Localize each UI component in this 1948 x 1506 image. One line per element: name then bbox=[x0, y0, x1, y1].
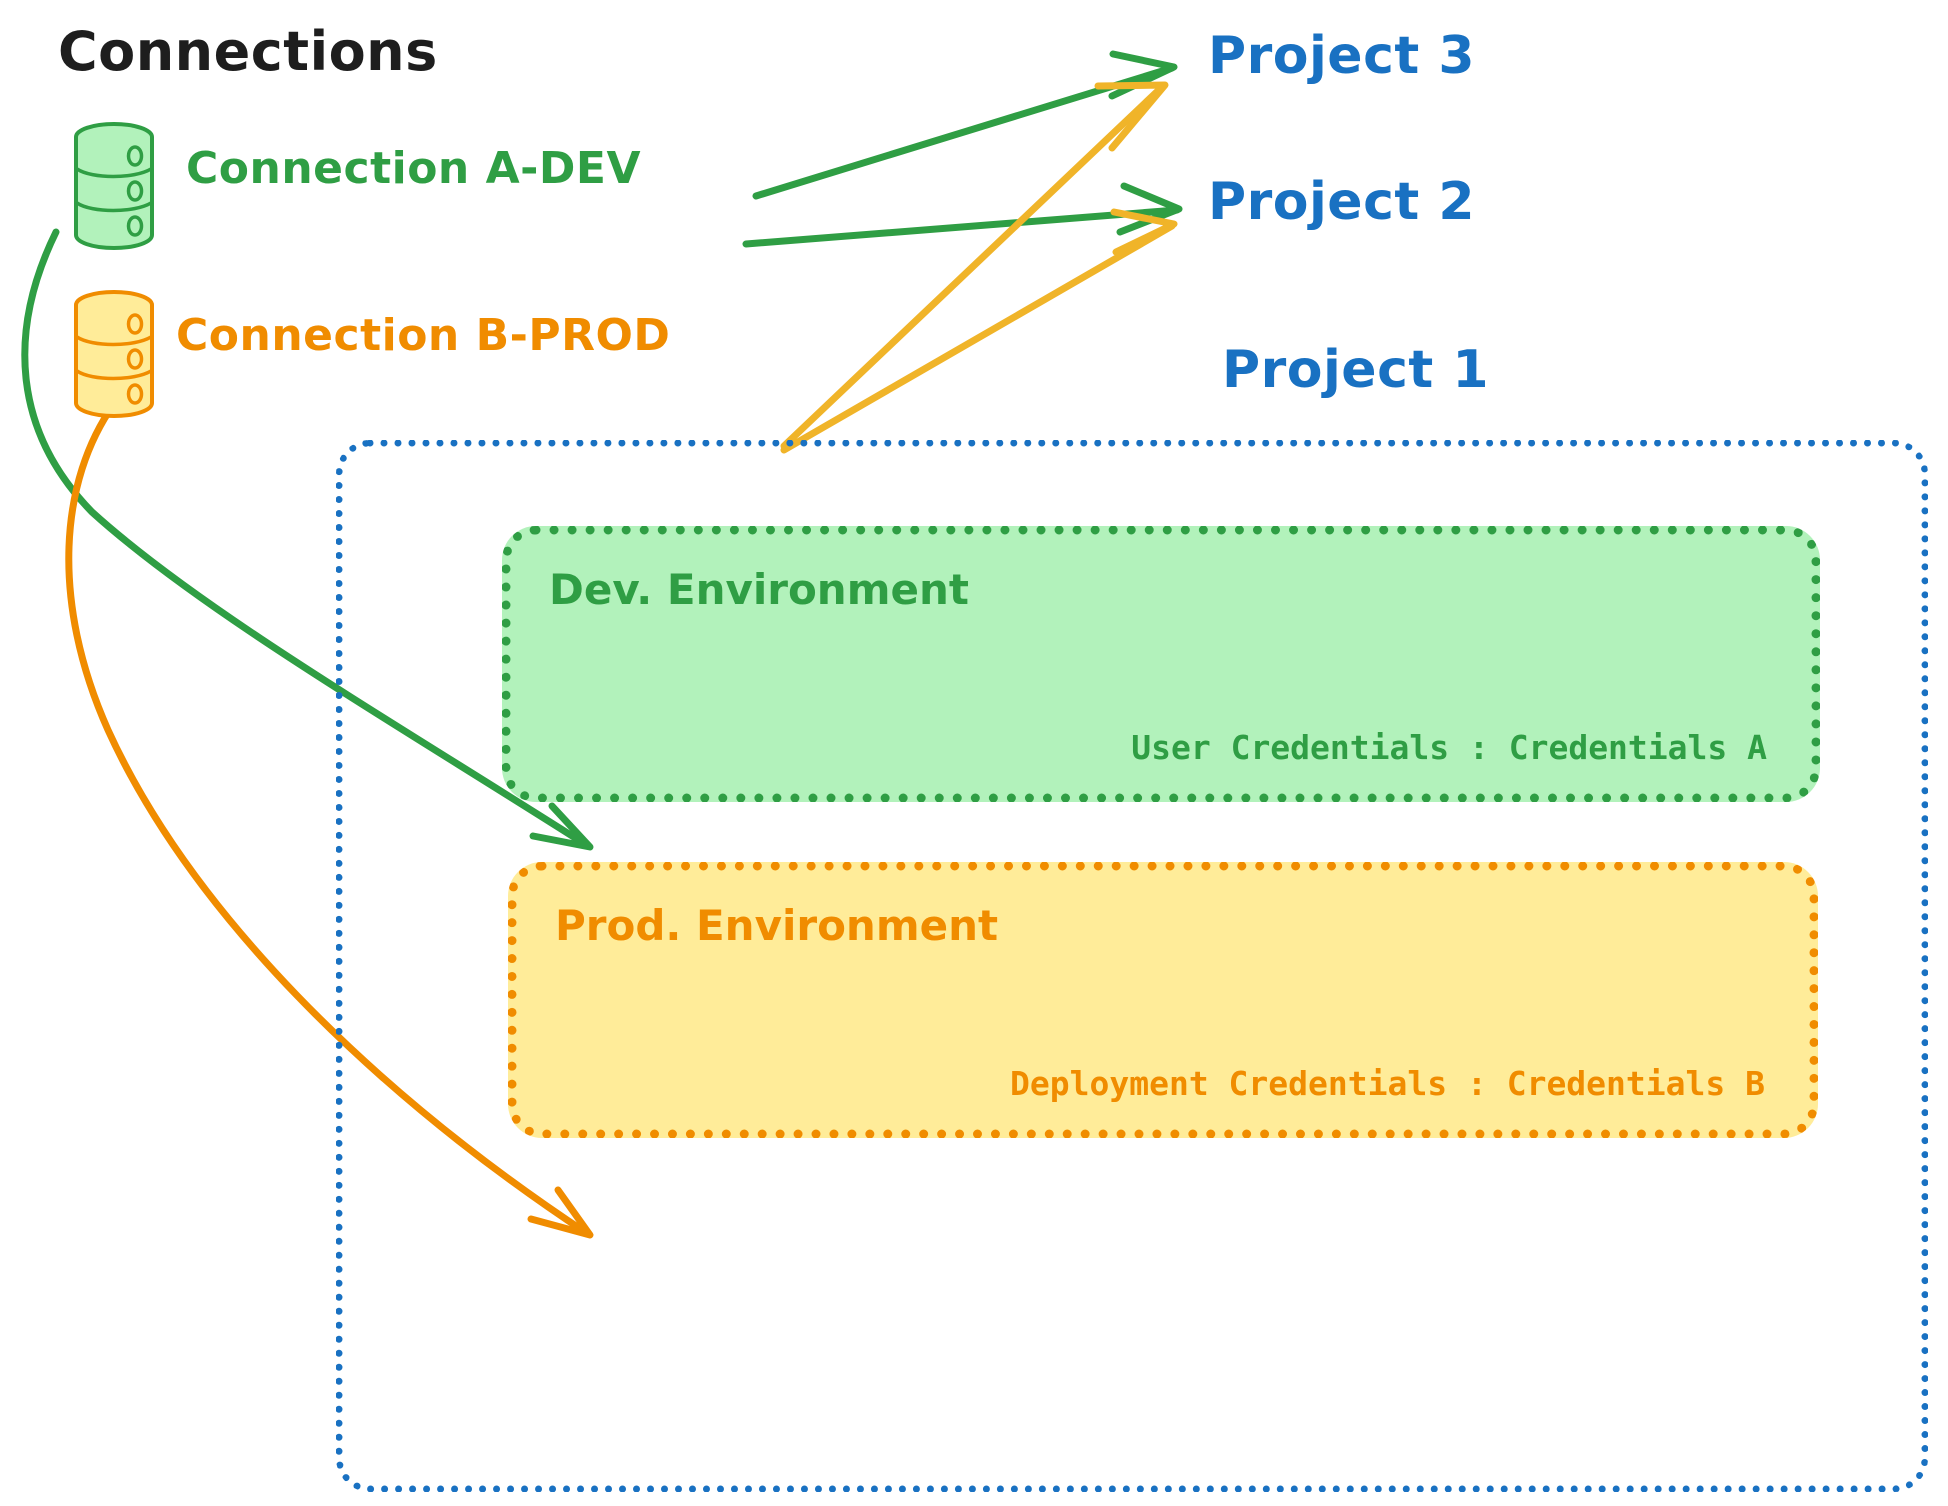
project-1-container bbox=[336, 440, 1928, 1492]
edge-a-dev-to-project-2 bbox=[742, 182, 1183, 248]
database-cylinder-icon bbox=[70, 120, 158, 252]
connection-a-dev-label: Connection A-DEV bbox=[186, 143, 642, 194]
prod-environment-credentials: Deployment Credentials : Credentials B bbox=[1010, 1064, 1765, 1103]
project-2-label: Project 2 bbox=[1208, 172, 1476, 232]
edge-a-dev-to-project-3 bbox=[752, 50, 1178, 200]
page-title: Connections bbox=[58, 20, 438, 83]
project-1-label: Project 1 bbox=[1222, 340, 1490, 400]
connection-b-prod-label: Connection B-PROD bbox=[176, 310, 671, 361]
database-cylinder-icon bbox=[70, 288, 158, 420]
edge-b-prod-to-project-3 bbox=[780, 81, 1169, 450]
dev-environment-box: Dev. Environment User Credentials : Cred… bbox=[502, 526, 1820, 802]
prod-environment-box: Prod. Environment Deployment Credentials… bbox=[508, 862, 1818, 1138]
dev-environment-title: Dev. Environment bbox=[549, 565, 969, 614]
edge-b-prod-to-project-2 bbox=[780, 208, 1178, 454]
project-3-label: Project 3 bbox=[1208, 26, 1476, 86]
prod-environment-title: Prod. Environment bbox=[555, 901, 999, 950]
dev-environment-credentials: User Credentials : Credentials A bbox=[1131, 728, 1767, 767]
